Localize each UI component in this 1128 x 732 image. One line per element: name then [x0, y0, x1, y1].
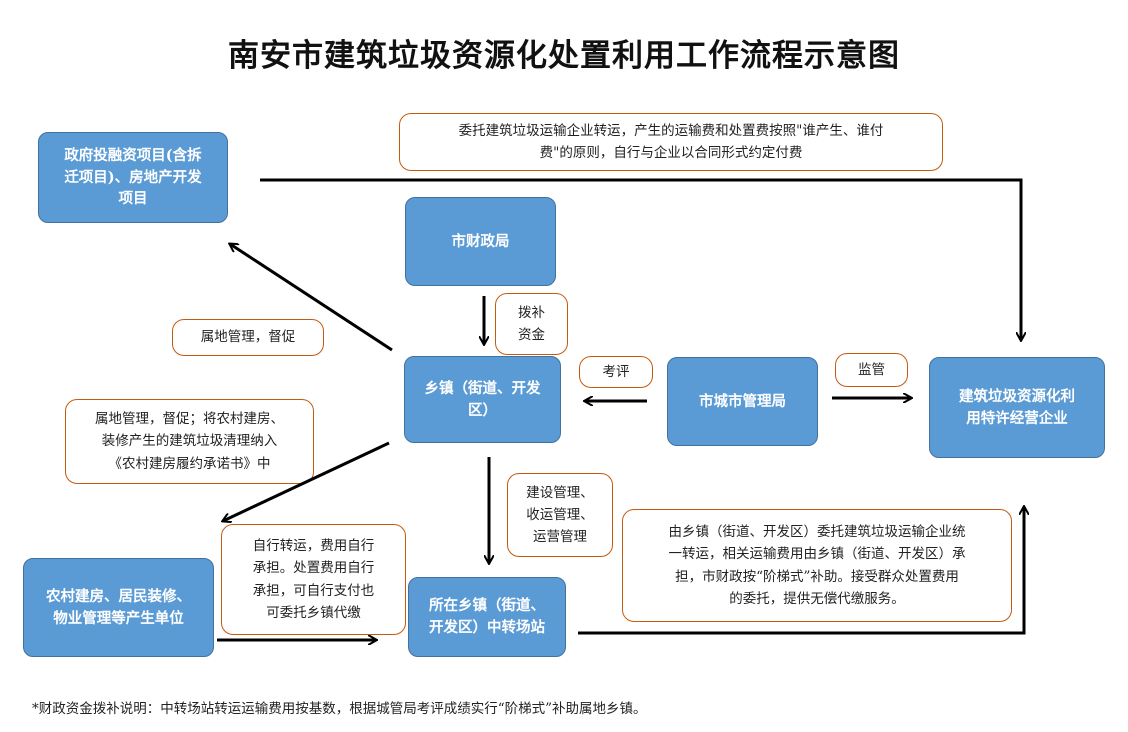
footnote: *财政资金拨补说明：中转场站转运运输费用按基数，根据城管局考评成绩实行“阶梯式”…: [32, 701, 647, 717]
arrow-station-to-enterprise: [578, 507, 1024, 635]
note-self-transport: 自行转运，费用自行 承担。处置费用自行 承担，可自行支付也 可委托乡镇代缴: [221, 524, 406, 635]
note-allocate-funds: 拨补 资金: [495, 293, 568, 355]
note-evaluate: 考评: [579, 356, 653, 388]
arrow-township-to-gov: [230, 244, 393, 352]
note-township-entrust: 由乡镇（街道、开发区）委托建筑垃圾运输企业统 一转运，相关运输费用由乡镇（街道、…: [622, 509, 1012, 622]
node-township: 乡镇（街道、开发 区）: [404, 356, 561, 443]
node-transfer-station: 所在乡镇（街道、 开发区）中转场站: [408, 577, 566, 657]
note-station-management: 建设管理、 收运管理、 运营管理: [507, 473, 613, 557]
diagram-title: 南安市建筑垃圾资源化处置利用工作流程示意图: [228, 38, 900, 74]
node-enterprise: 建筑垃圾资源化利 用特许经营企业: [929, 357, 1105, 458]
node-finance-bureau: 市财政局: [405, 197, 556, 286]
node-city-management: 市城市管理局: [667, 357, 818, 446]
arrow-gov-to-enterprise: [260, 178, 1021, 340]
node-gov-project: 政府投融资项目(含拆 迁项目)、房地产开发 项目: [38, 132, 228, 223]
arrow-township-to-rural: [223, 441, 390, 521]
note-supervise: 监管: [835, 353, 908, 387]
note-rural-housing-commitment: 属地管理，督促；将农村建房、 装修产生的建筑垃圾清理纳入 《农村建房履约承诺书》…: [65, 399, 314, 484]
note-entrust-transport: 委托建筑垃圾运输企业转运，产生的运输费和处置费按照"谁产生、谁付 费"的原则，自…: [399, 113, 943, 171]
node-rural-units: 农村建房、居民装修、 物业管理等产生单位: [23, 558, 214, 657]
note-territorial-supervision: 属地管理，督促: [172, 319, 324, 356]
